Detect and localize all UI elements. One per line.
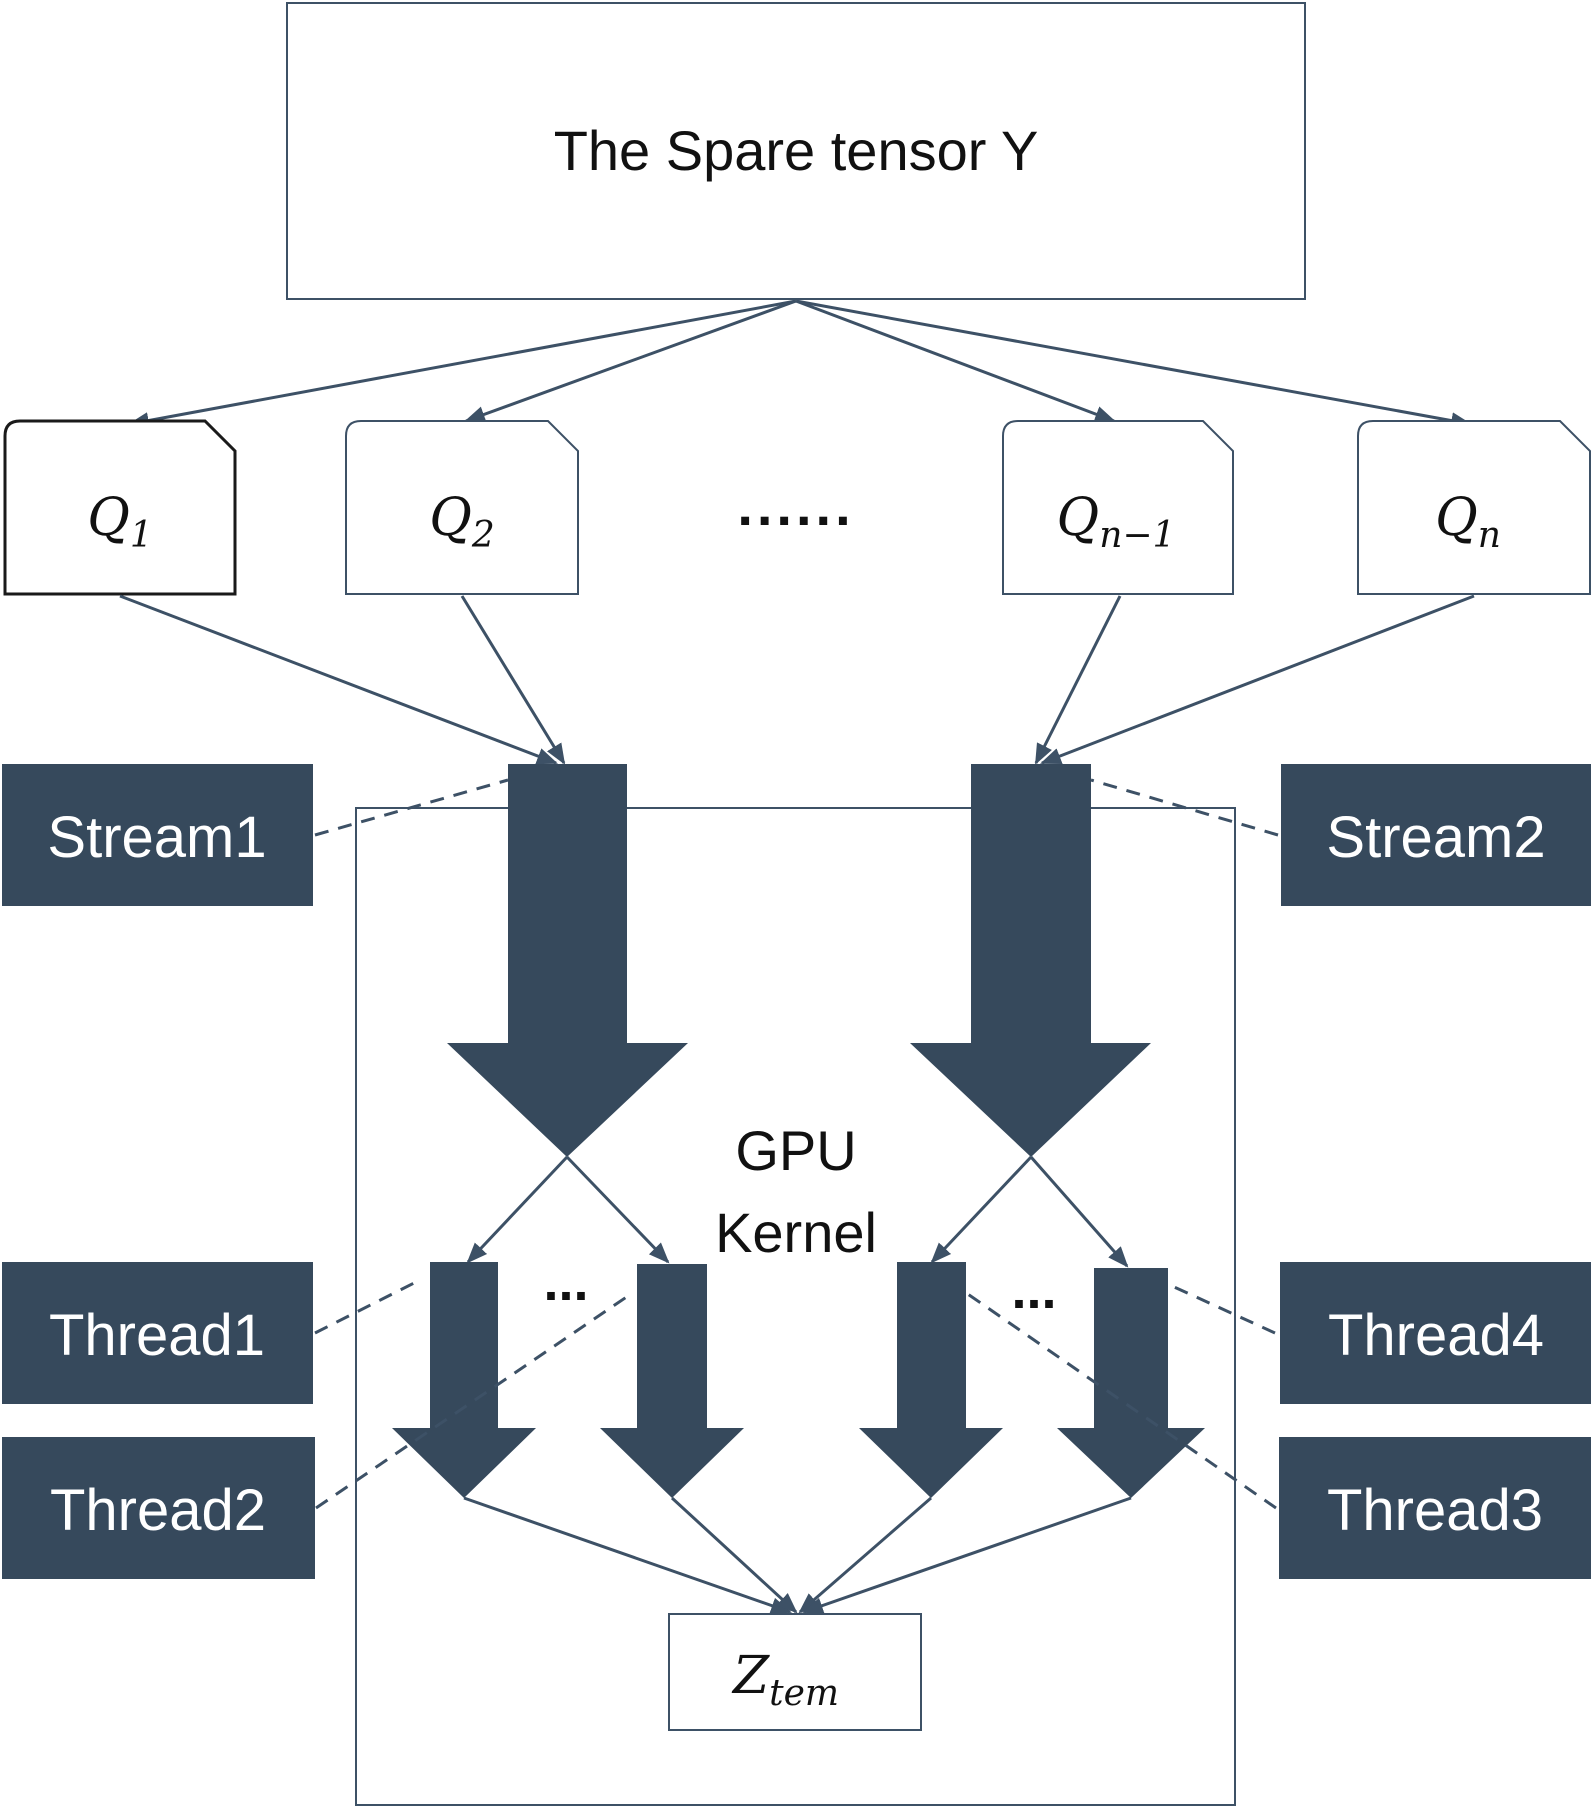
thread4-label: Thread4 [1328,1303,1544,1368]
arrow-stream1-thread2 [565,1155,670,1264]
arrow-source-q1 [127,299,797,429]
source-tensor-box: The Spare tensor Y [286,2,1306,300]
stream2-label-box: Stream2 [1281,764,1591,906]
partition-qn1-base: Q [1057,488,1100,548]
thread-dashed-connectors [314,1278,1277,1510]
thread1-label: Thread1 [49,1303,265,1368]
stream-to-thread-arrows [466,1155,1129,1268]
gpu-kernel-frame [355,807,1236,1806]
partition-ellipsis: ...... [737,474,854,537]
arrow-q1-stream1 [119,594,558,765]
thread3-label-box: Thread3 [1279,1437,1591,1579]
thread-flow-arrow-2 [600,1264,744,1498]
arrow-stream1-thread1 [466,1155,569,1264]
stream2-flow-arrow [910,764,1151,1157]
partition-qn: Qn [1357,420,1591,595]
svg-text:Q2: Q2 [429,488,495,556]
thread2-label: Thread2 [50,1478,266,1543]
source-tensor-label: The Spare tensor Y [554,119,1039,182]
arrow-thread4-output [802,1496,1132,1614]
stream-dashed-connectors [314,778,1279,837]
output-ztem-sub: tem [769,1673,839,1714]
gpu-kernel-label-line1: GPU [735,1119,856,1182]
partition-q1-base: Q [87,488,130,548]
arrow-q2-stream1 [460,595,566,765]
thread-to-output-arrows [463,1496,1132,1614]
source-to-partition-arrows [127,299,1473,429]
arrow-thread1-output [463,1496,792,1614]
partition-q2-base: Q [429,488,472,548]
output-ztem-base: Z [731,1646,770,1706]
svg-text:Qn−1: Qn−1 [1057,488,1176,556]
partition-q1-sub: 1 [130,515,153,556]
stream2-label: Stream2 [1326,805,1545,870]
stream1-flow-arrow [447,764,688,1157]
gpu-kernel-label-line2: Kernel [715,1201,877,1264]
arrow-qn-stream2 [1040,594,1475,765]
thread-flow-arrow-4 [1057,1268,1205,1498]
thread-flow-arrow-3 [859,1262,1003,1498]
partition-q1: Q1 [3,419,237,596]
arrow-qn1-stream2 [1034,595,1122,765]
partition-q2: Q2 [345,420,579,595]
output-ztem-box: Ztem [668,1613,922,1731]
thread-ellipsis-left: ... [543,1252,588,1312]
partition-qn-base: Q [1435,488,1478,548]
arrow-thread2-output [670,1496,798,1614]
svg-text:Ztem: Ztem [731,1646,839,1714]
stream1-label-box: Stream1 [2,764,313,906]
thread4-label-box: Thread4 [1280,1262,1591,1404]
arrow-source-qn1 [795,299,1116,423]
arrow-stream2-thread4 [1029,1156,1129,1268]
thread-flow-arrow-1 [392,1262,536,1498]
partition-qn1-sub: n−1 [1099,515,1175,556]
thread3-label: Thread3 [1327,1478,1543,1543]
svg-text:Qn: Qn [1435,488,1501,556]
arrow-source-qn [795,299,1473,429]
partition-to-stream-arrows [119,594,1475,765]
thread2-label-box: Thread2 [2,1437,315,1579]
arrow-stream2-thread3 [930,1155,1033,1264]
svg-text:Q1: Q1 [87,488,153,556]
partition-qn-1: Qn−1 [1002,420,1234,595]
arrow-source-q2 [464,299,797,423]
thread1-label-box: Thread1 [2,1262,313,1404]
stream1-label: Stream1 [47,805,266,870]
thread-ellipsis-right: ... [1011,1260,1056,1320]
partition-q2-sub: 2 [471,515,495,556]
arrow-thread3-output [798,1496,932,1614]
partition-qn-sub: n [1478,515,1501,556]
